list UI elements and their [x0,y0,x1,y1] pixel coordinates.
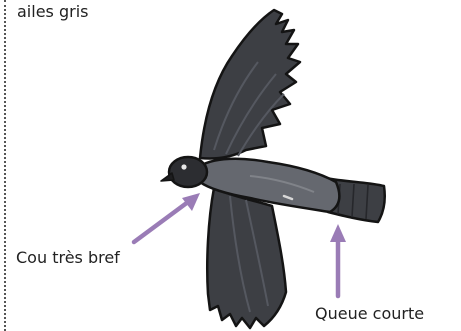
eye [181,164,186,169]
lower-wing [207,188,286,328]
arrow-to-neck [134,193,200,242]
arrow-to-tail [330,224,346,296]
beak [161,173,174,181]
head [169,157,207,187]
